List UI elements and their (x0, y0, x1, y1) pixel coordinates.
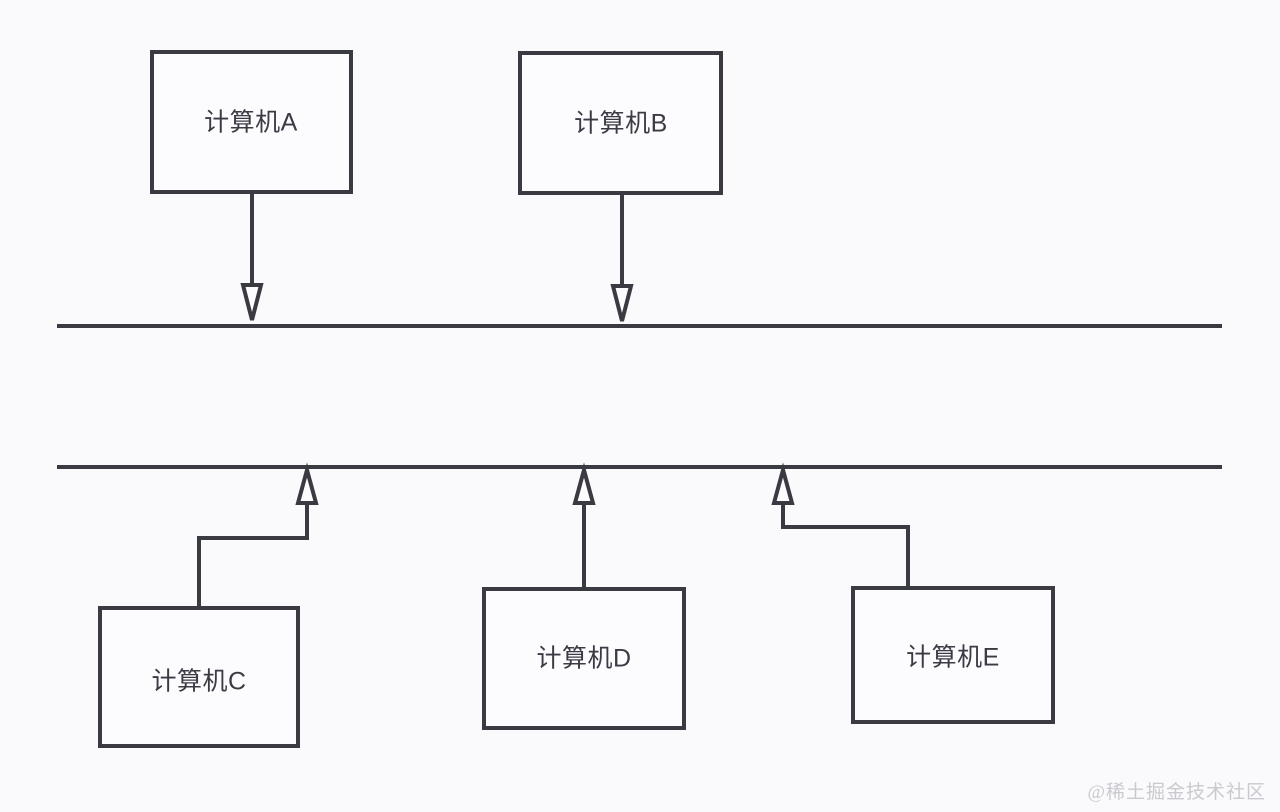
node-label-computer-d: 计算机D (536, 645, 631, 673)
node-label-computer-b: 计算机B (574, 110, 668, 138)
node-label-computer-a: 计算机A (204, 109, 298, 137)
arrowhead-down-a (240, 283, 264, 321)
arrowhead-down-b (610, 284, 634, 322)
connectors (197, 192, 910, 608)
node-box-computer-b[interactable] (518, 51, 723, 195)
arrowheads (240, 283, 795, 505)
bus-lines (57, 324, 1222, 469)
node-computer-d[interactable]: 计算机D (482, 587, 686, 730)
connector-computer-e-to-bus (781, 502, 910, 588)
node-box-computer-a[interactable] (150, 50, 353, 194)
arrowhead-up-e (771, 462, 795, 505)
node-computer-e[interactable]: 计算机E (851, 586, 1055, 724)
node-box-computer-c[interactable] (98, 606, 300, 748)
arrowhead-up-d (572, 462, 596, 505)
node-label-computer-c: 计算机C (151, 668, 246, 696)
connector-computer-c-to-bus (197, 502, 309, 608)
node-computer-a[interactable]: 计算机A (150, 50, 353, 194)
arrowhead-up-c (295, 462, 319, 505)
node-computer-c[interactable]: 计算机C (98, 606, 300, 748)
watermark: @稀土掘金技术社区 (1087, 782, 1266, 803)
node-label-computer-e: 计算机E (906, 644, 1000, 672)
node-box-computer-e[interactable] (851, 586, 1055, 724)
node-computer-b[interactable]: 计算机B (518, 51, 723, 195)
node-box-computer-d[interactable] (482, 587, 686, 730)
